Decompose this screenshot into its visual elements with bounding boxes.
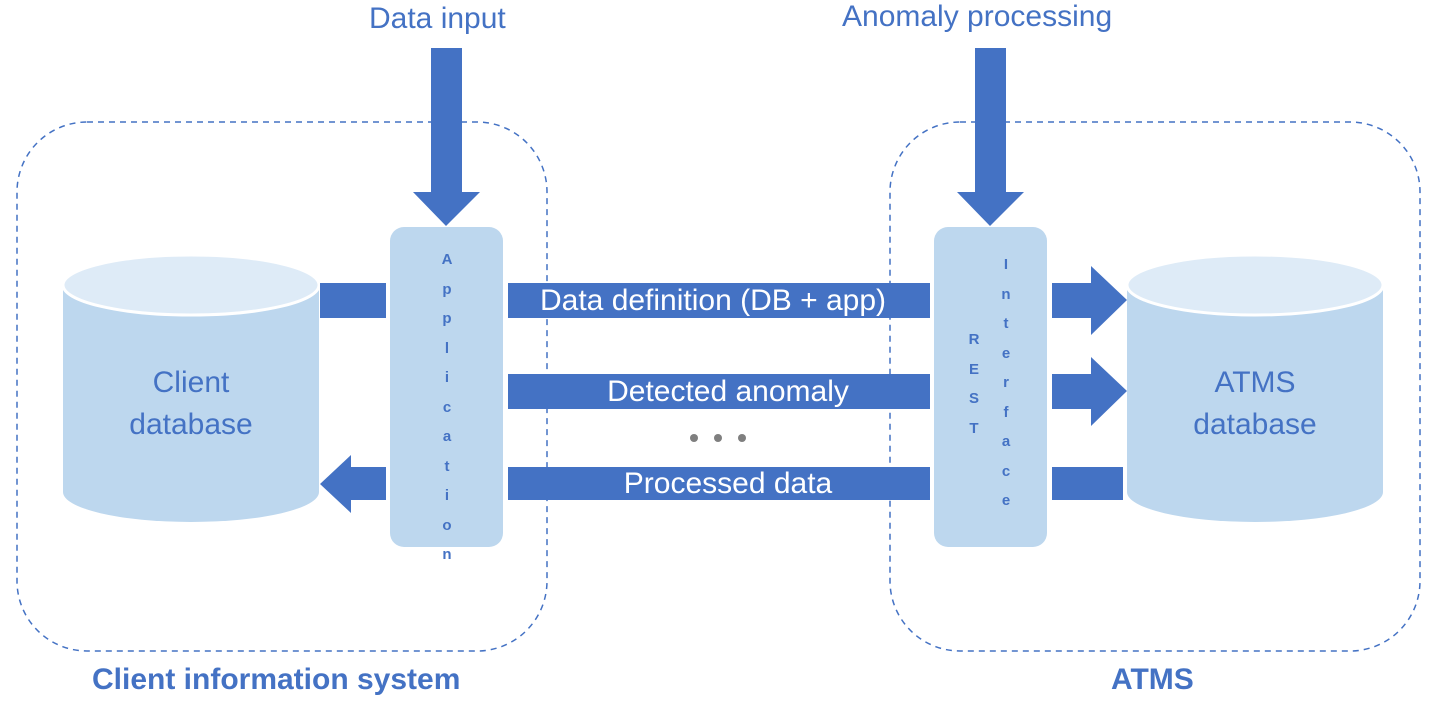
vertical-letter: p xyxy=(442,310,452,327)
vertical-letter: i xyxy=(444,487,450,504)
client-database-cylinder xyxy=(61,253,321,522)
vertical-letter: R xyxy=(968,331,980,348)
atms-database-label: ATMS database xyxy=(1155,362,1355,446)
vertical-letter: n xyxy=(442,546,452,563)
vertical-letter: p xyxy=(442,280,452,298)
application-box xyxy=(390,227,503,547)
data-definition-bar xyxy=(508,283,930,318)
app-to-client-db-arrow xyxy=(320,455,386,513)
processed-data-label: Processed data xyxy=(623,467,833,500)
vertical-letter: e xyxy=(1001,492,1011,509)
more-messages-ellipsis xyxy=(690,434,746,442)
vertical-letter: f xyxy=(1003,403,1009,421)
vertical-letter: o xyxy=(442,516,452,534)
vertical-letter: i xyxy=(444,369,450,386)
interface-to-atms-db-arrow-1 xyxy=(1052,266,1127,335)
vertical-letter: E xyxy=(968,360,979,378)
vertical-letter: c xyxy=(442,398,452,416)
vertical-letter: r xyxy=(1003,374,1009,391)
atms-db-to-interface-bar xyxy=(1052,467,1123,500)
data-definition-label: Data definition (DB + app) xyxy=(539,284,887,317)
vertical-letter: e xyxy=(1001,344,1011,362)
processed-data-bar xyxy=(508,467,930,500)
vertical-letter: a xyxy=(442,428,452,445)
atms-database-cylinder xyxy=(1125,253,1385,522)
vertical-letter: t xyxy=(444,457,450,475)
vertical-letter: A xyxy=(441,251,453,268)
db-to-app-bar xyxy=(320,283,386,318)
interface-to-atms-db-arrow-2 xyxy=(1052,357,1127,426)
data-input-arrow xyxy=(413,48,480,226)
rest-interface-box xyxy=(934,227,1047,547)
vertical-letter: a xyxy=(1001,433,1011,450)
client-database-line1: Client xyxy=(152,366,230,399)
atms-database-line1: ATMS xyxy=(1214,366,1296,399)
vertical-letter: t xyxy=(1003,315,1009,332)
vertical-letter: I xyxy=(1003,256,1009,273)
anomaly-processing-arrow xyxy=(957,48,1024,226)
atms-system-boundary xyxy=(889,121,1421,652)
vertical-letter: c xyxy=(1001,462,1011,480)
vertical-letter: S xyxy=(968,390,979,407)
data-input-label: Data input xyxy=(369,2,506,35)
vertical-letter: T xyxy=(969,419,979,437)
anomaly-processing-label: Anomaly processing xyxy=(842,0,1113,33)
vertical-letter: l xyxy=(444,339,450,357)
detected-anomaly-label: Detected anomaly xyxy=(607,375,849,408)
vertical-letter: n xyxy=(1001,285,1011,303)
client-database-line2: database xyxy=(129,408,253,441)
client-system-title: Client information system xyxy=(92,663,461,696)
atms-system-title: ATMS xyxy=(1111,663,1194,696)
detected-anomaly-bar xyxy=(508,374,930,409)
client-database-label: Client database xyxy=(91,362,291,446)
atms-database-line2: database xyxy=(1193,408,1317,441)
